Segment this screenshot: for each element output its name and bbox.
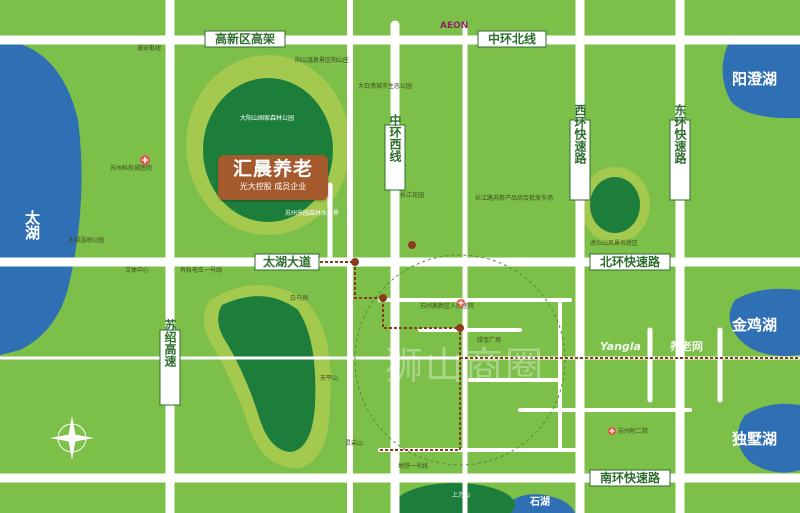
- road-donghuan: 东环快速路: [673, 103, 687, 165]
- road-labels: 高新区高架 中环北线 太湖大道 北环快速路 南环快速路 西环快速路 东环快速路 …: [159, 30, 691, 487]
- dushu-water: [737, 403, 800, 473]
- lake-yangcheng: 阳澄湖: [732, 70, 777, 88]
- poi-tongan: 通安枢纽: [137, 44, 161, 52]
- poi-changjiang: 长江花园: [400, 191, 424, 199]
- poi-huaxi: 苏州乐园森林水世界: [285, 209, 339, 217]
- poi-yangshan-forest: 大阳山国家森林公园: [240, 114, 294, 122]
- poi-suzhou-fuer: 苏州附二院: [618, 427, 648, 435]
- poi-taihu-wetland: 太湖湿地公园: [68, 236, 104, 244]
- shihu-water: [500, 494, 575, 513]
- poi-baima: 白马涧: [290, 294, 308, 302]
- shishan-radius-circle: [354, 254, 566, 466]
- metro-lines: [320, 261, 800, 451]
- huqiu-forest-inner: [590, 177, 640, 233]
- poi-canguang: 长江路苏新产品综合批发市场: [475, 194, 553, 202]
- road-zhonghuan-north: 中环北线: [488, 31, 536, 46]
- poi-renmin-hosp: 苏州高新区人民医院: [420, 302, 474, 310]
- poi-wenti: 文体中心: [125, 266, 149, 274]
- poi-jindi: 绿宝广场: [477, 336, 501, 344]
- poi-kexue: 苏州科技城医院: [110, 164, 152, 172]
- poi-shangfang: 上方山: [452, 491, 470, 499]
- poi-huqiu: 虎丘山风景名胜区: [590, 239, 638, 247]
- lake-dushu: 独墅湖: [732, 430, 777, 448]
- badge-subtitle: 光大控股 成员企业: [239, 182, 307, 191]
- watermark-brand: Yangla: [600, 340, 641, 353]
- road-zhonghuan-west: 中环西线: [388, 113, 402, 163]
- project-badge[interactable]: 汇晨养老 光大控股 成员企业: [218, 155, 328, 200]
- poi-youguidian: 有轨电车一号线: [180, 266, 222, 274]
- tianping-forest-inner: [218, 296, 316, 452]
- metro-stations: [351, 241, 464, 332]
- road-taihu-avenue: 太湖大道: [263, 254, 311, 269]
- lake-labels: 太湖 阳澄湖 金鸡湖 独墅湖 石湖: [23, 70, 777, 508]
- lake-jinji: 金鸡湖: [731, 316, 777, 334]
- yangshan-forest-inner: [203, 78, 333, 222]
- yangcheng-water: [722, 40, 800, 119]
- compass-icon: [50, 416, 94, 460]
- watermark-brand2: 养老网: [670, 340, 703, 353]
- poi-metro1: 地铁一号线: [398, 462, 428, 470]
- poi-lingyan: 灵岩山: [345, 439, 363, 447]
- badge-title: 汇晨养老: [232, 158, 313, 180]
- taihu-water: [0, 40, 82, 355]
- lake-shihu: 石湖: [529, 495, 550, 508]
- jinji-water: [729, 288, 800, 356]
- poi-tianping: 天平山: [320, 374, 338, 382]
- watermark-main: 狮山商圈: [385, 344, 546, 388]
- road-nanhuan: 南环快速路: [600, 470, 661, 485]
- road-gaoxin: 高新区高架: [215, 31, 275, 46]
- hospital-icons: [140, 155, 616, 435]
- lake-taihu: 太湖: [23, 209, 41, 241]
- poi-yangshan-hot: 阳山温泉景区阳山庄: [295, 56, 349, 64]
- poi-labels: AEON 通安枢纽 大阳山国家森林公园 阳山温泉景区阳山庄 大白荡城市生态公园 …: [68, 21, 648, 499]
- poi-dabaidang: 大白荡城市生态公园: [358, 82, 412, 90]
- poi-aeon: AEON: [440, 21, 468, 31]
- road-sushao: 苏绍高速: [163, 318, 177, 368]
- shangfang-forest: [395, 483, 515, 513]
- road-beihuan: 北环快速路: [600, 254, 661, 269]
- road-xihuan: 西环快速路: [573, 104, 587, 165]
